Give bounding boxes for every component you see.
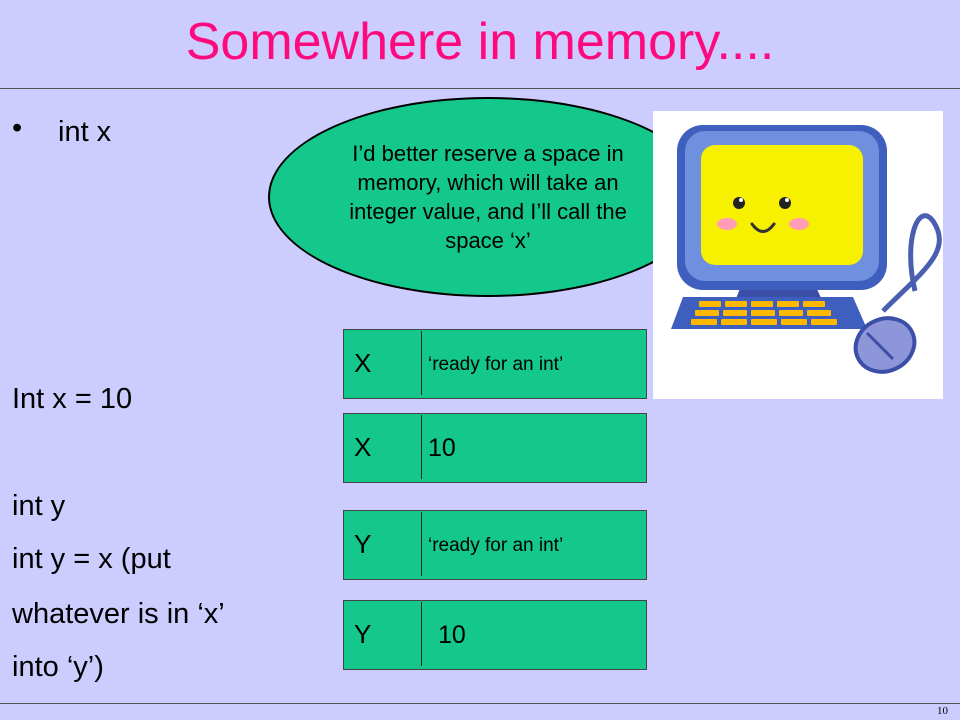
memory-box-value: ‘ready for an int’ (428, 354, 564, 375)
smiling-computer-icon (653, 111, 943, 399)
code-line-3: int y = x (put (12, 543, 171, 575)
code-line-1: Int x = 10 (12, 383, 133, 415)
page-number: 10 (937, 705, 948, 717)
code-line-5: into ‘y’) (12, 651, 104, 683)
memory-box-divider (421, 331, 422, 395)
memory-box-y-value: Y 10 (343, 600, 647, 670)
memory-box-value: 10 (428, 434, 456, 462)
bullet-text: int x (58, 116, 112, 148)
slide-title: Somewhere in memory.... (185, 13, 775, 71)
memory-box-name: Y (354, 529, 372, 559)
memory-box-divider (421, 512, 422, 576)
speech-bubble-text: I’d better reserve a space in memory, wh… (349, 141, 627, 253)
memory-box-name: X (354, 348, 372, 378)
memory-box-name: Y (354, 619, 372, 649)
bullet-icon: • (12, 112, 23, 144)
speech-bubble: I’d better reserve a space in memory, wh… (268, 97, 708, 297)
memory-box-divider (421, 602, 422, 666)
memory-box-x-value: X 10 (343, 413, 647, 483)
memory-box-divider (421, 415, 422, 479)
memory-box-y-reserved: Y ‘ready for an int’ (343, 510, 647, 580)
memory-box-value: 10 (438, 621, 466, 649)
memory-box-name: X (354, 432, 372, 462)
code-line-2: int y (12, 490, 66, 522)
memory-box-value: ‘ready for an int’ (428, 535, 564, 556)
code-line-4: whatever is in ‘x’ (12, 598, 225, 630)
footer-divider (0, 703, 960, 704)
title-divider (0, 88, 960, 89)
memory-box-x-reserved: X ‘ready for an int’ (343, 329, 647, 399)
